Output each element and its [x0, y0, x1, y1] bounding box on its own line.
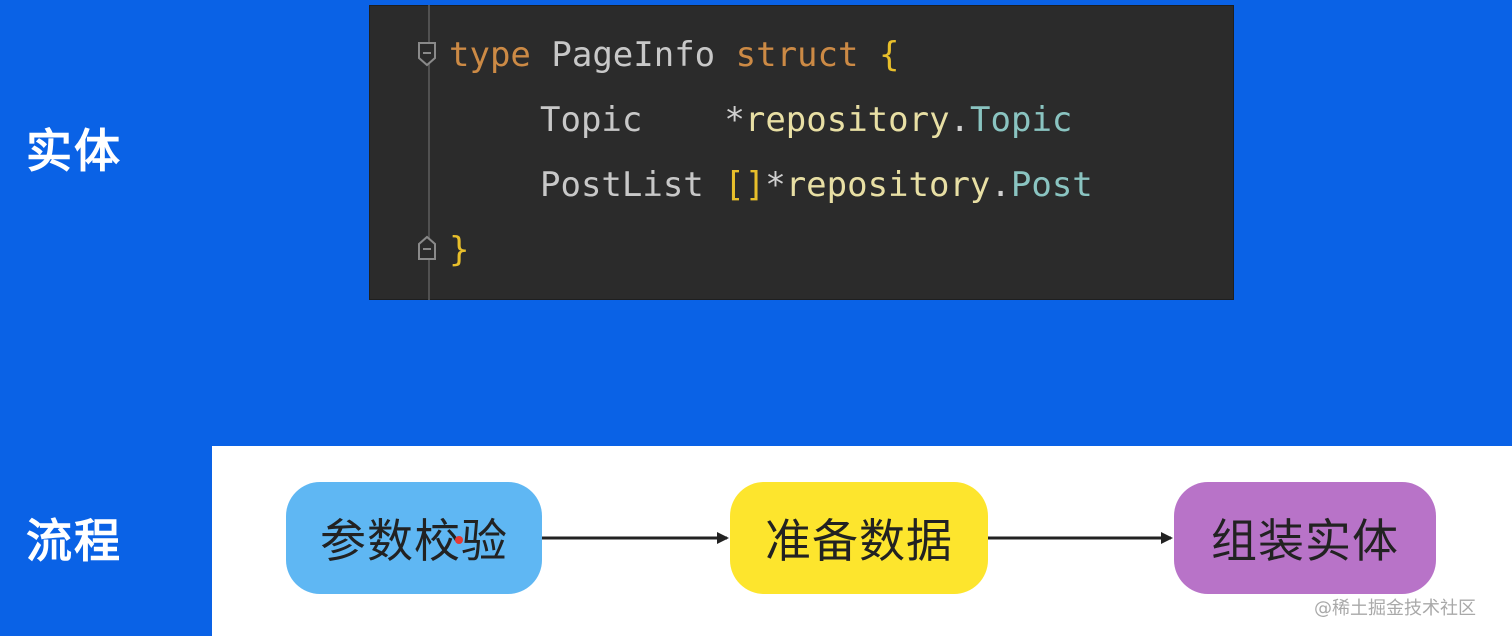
struct-name: PageInfo: [551, 35, 716, 75]
selector-dot: .: [949, 100, 971, 140]
fold-open-icon[interactable]: [417, 41, 437, 67]
watermark: @稀土掘金技术社区: [1314, 598, 1476, 619]
code-line-topic-field: Topic*repository.Topic: [540, 103, 1072, 137]
entity-section-label: 实体: [26, 124, 122, 178]
flow-step-prepare-data: 准备数据: [730, 482, 988, 594]
flow-section-label: 流程: [26, 514, 122, 568]
package-name: repository: [744, 100, 950, 140]
open-brace: {: [878, 35, 900, 75]
pointer-star: *: [724, 100, 745, 140]
field-type-topic: Topic: [970, 100, 1073, 140]
code-line-struct-decl: type PageInfo struct {: [449, 38, 899, 72]
close-brace: }: [449, 230, 470, 270]
field-name-postlist: PostList: [540, 165, 704, 205]
field-type-post: Post: [1010, 165, 1093, 205]
flow-diagram: 参数校验 准备数据 组装实体: [212, 446, 1512, 636]
selector-dot: .: [990, 165, 1011, 205]
package-name: repository: [785, 165, 991, 205]
code-line-close: }: [449, 233, 469, 267]
keyword-struct: struct: [735, 35, 859, 75]
code-gutter-line: [428, 5, 430, 300]
code-block: type PageInfo struct { Topic*repository.…: [369, 5, 1234, 300]
field-name-topic: Topic: [540, 100, 643, 140]
slice-brackets: []: [724, 165, 766, 205]
fold-close-icon[interactable]: [417, 235, 437, 261]
keyword-type: type: [449, 35, 531, 75]
flow-step-validate-params: 参数校验: [286, 482, 542, 594]
flow-step-assemble-entity: 组装实体: [1174, 482, 1436, 594]
code-line-postlist-field: PostList []*repository.Post: [540, 168, 1093, 202]
pointer-star: *: [765, 165, 786, 205]
cursor-pointer-dot: [455, 536, 463, 544]
